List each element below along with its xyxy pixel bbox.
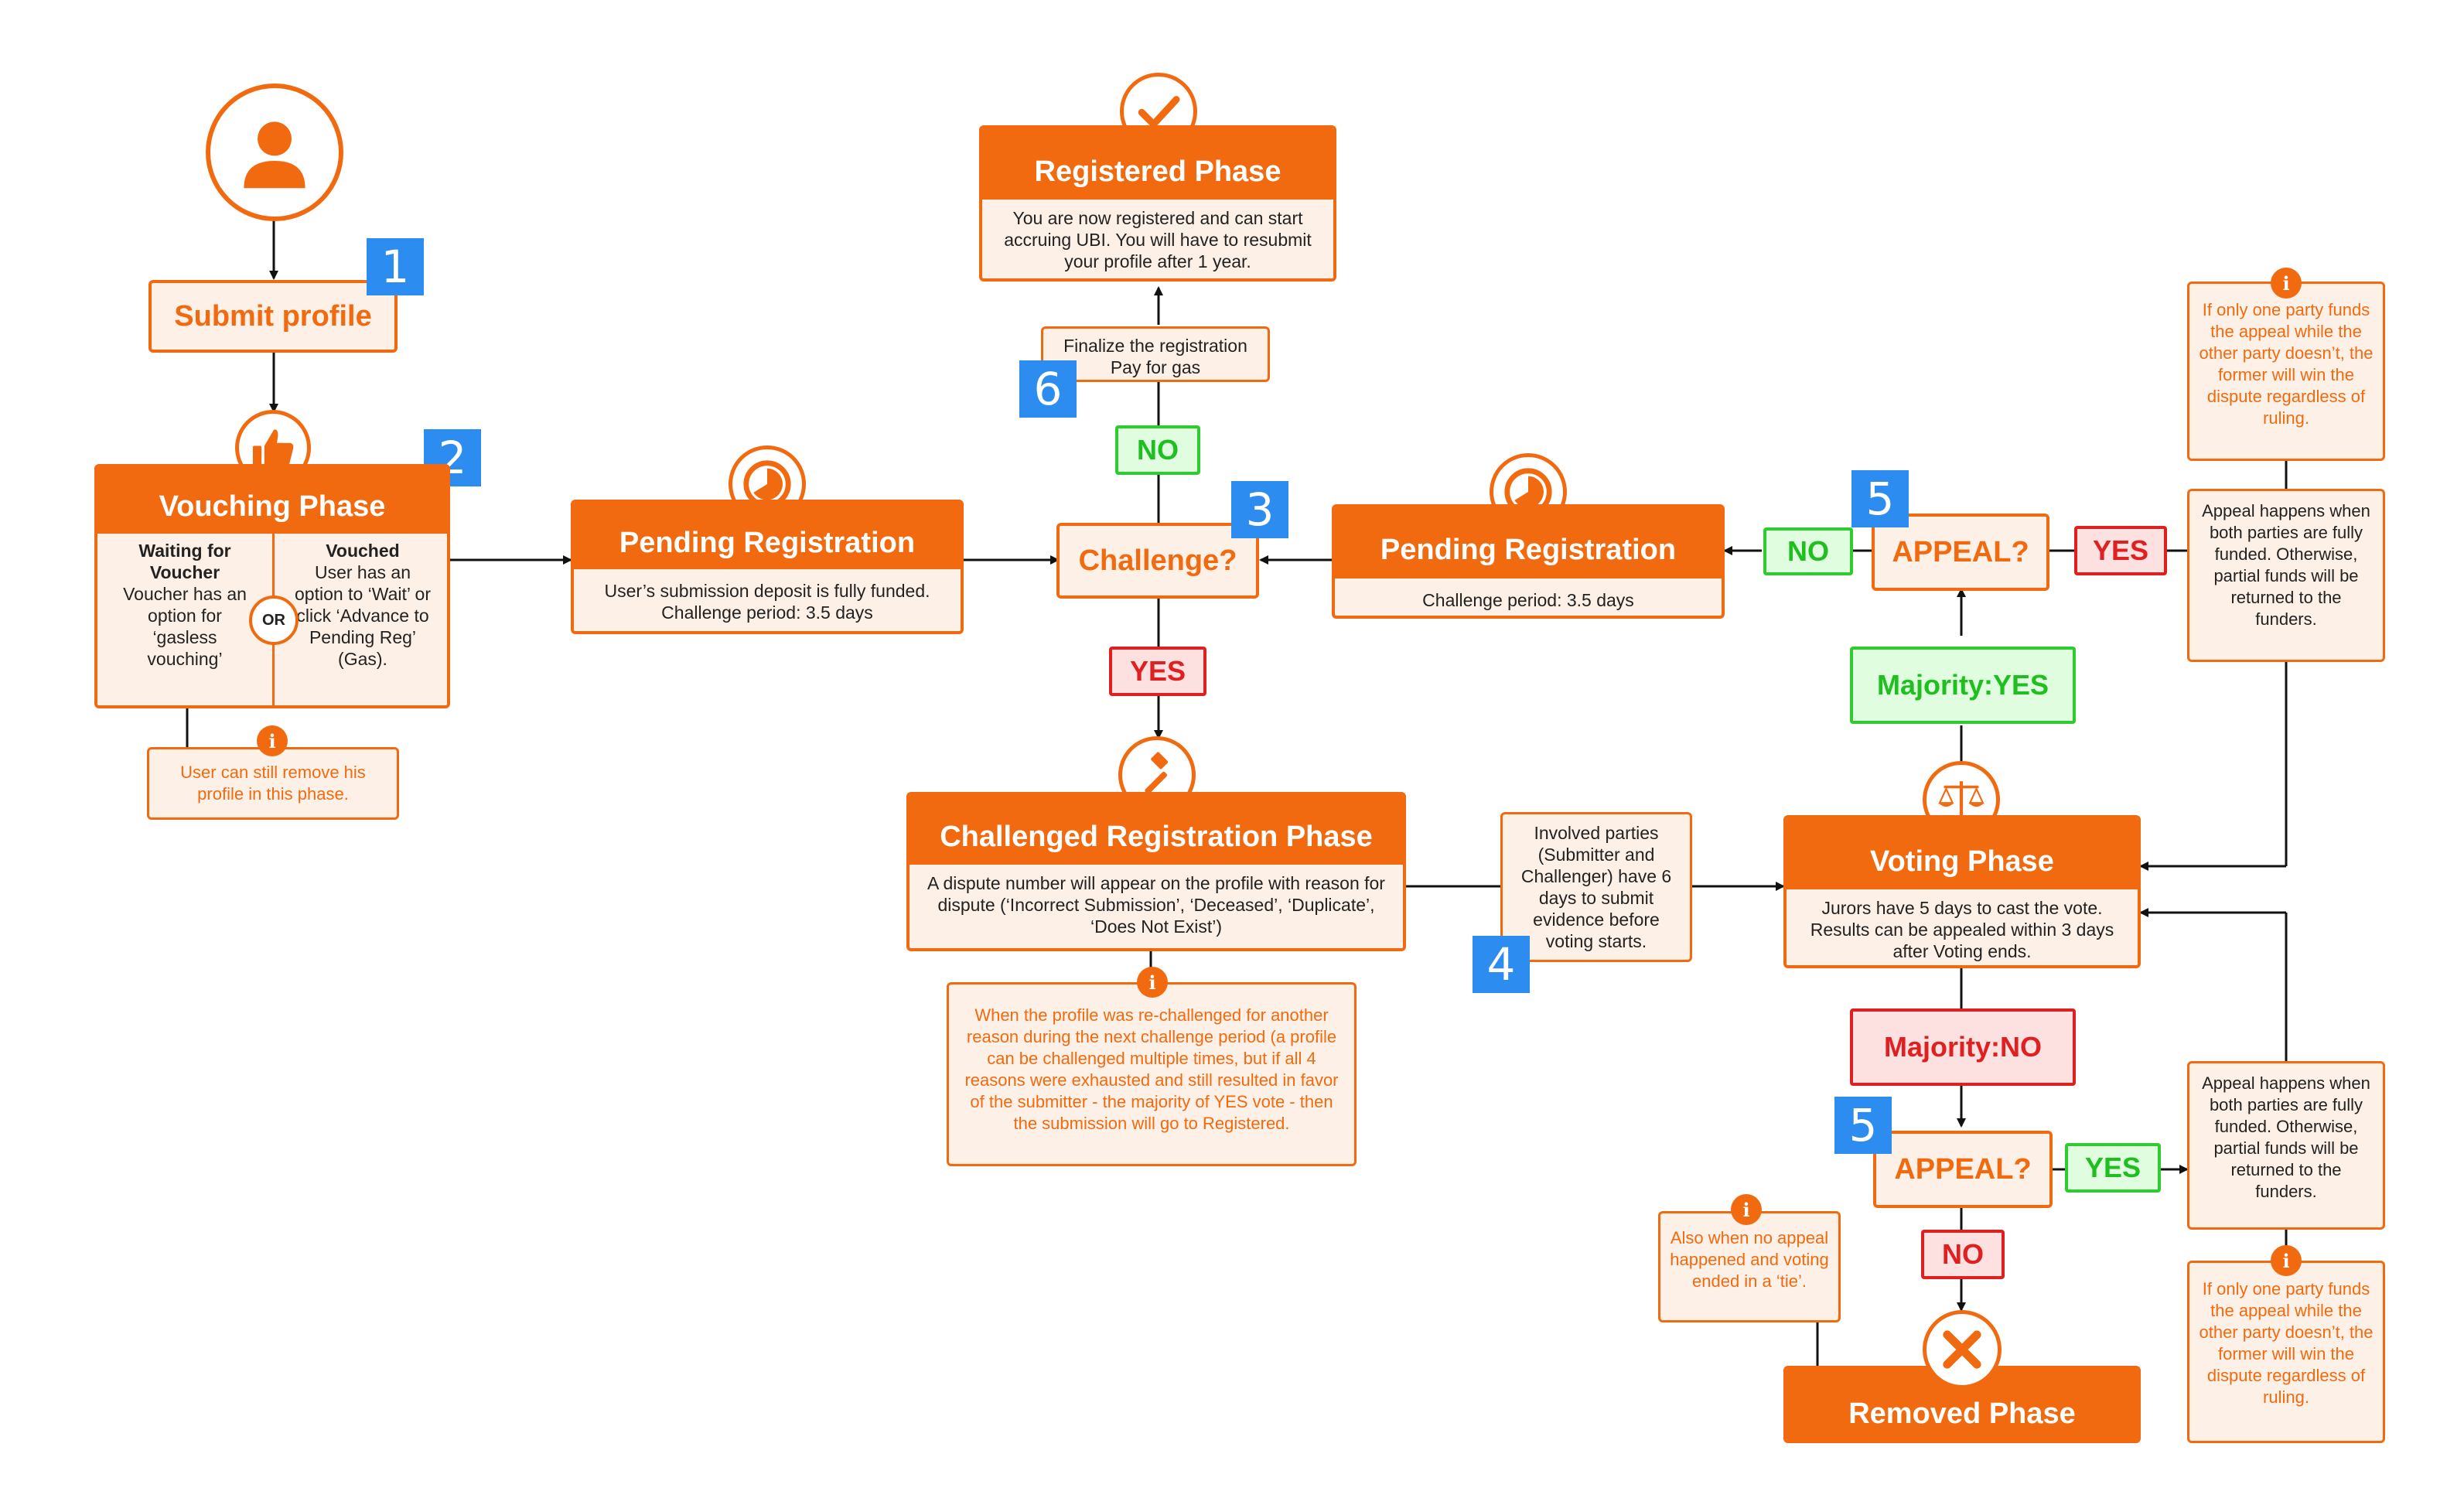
- appeal-bottom-one-party-text: If only one party funds the appeal while…: [2199, 1279, 2374, 1407]
- pending-registration-2-title: Pending Registration: [1335, 507, 1722, 578]
- submit-profile-box: Submit profile: [148, 280, 398, 353]
- appeal-bottom-label: APPEAL?: [1894, 1152, 2032, 1186]
- vouched-column: Vouched User has an option to ‘Wait’ or …: [280, 540, 445, 670]
- step-3-badge: 3: [1231, 481, 1288, 538]
- waiting-for-voucher-text: Voucher has an option for ‘gasless vouch…: [123, 584, 247, 669]
- appeal-bottom-no-badge: NO: [1921, 1230, 2005, 1279]
- pending-registration-phase-2: Pending Registration Challenge period: 3…: [1332, 504, 1725, 619]
- majority-no-badge: Majority:NO: [1850, 1008, 2076, 1086]
- step-4-number: 4: [1486, 938, 1516, 991]
- challenge-question: Challenge?: [1056, 523, 1259, 599]
- challenge-question-label: Challenge?: [1078, 544, 1237, 577]
- challenge-yes-badge: YES: [1109, 647, 1206, 696]
- waiting-for-voucher-column: Waiting for Voucher Voucher has an optio…: [104, 540, 266, 670]
- appeal-bottom-funded-text: Appeal happens when both parties are ful…: [2202, 1073, 2370, 1201]
- challenged-phase-text: A dispute number will appear on the prof…: [927, 873, 1385, 937]
- appeal-bottom-one-party-note: If only one party funds the appeal while…: [2187, 1261, 2385, 1443]
- info-icon: i: [1731, 1194, 1762, 1225]
- appeal-bottom-yes-badge: YES: [2065, 1143, 2161, 1193]
- cross-icon: [1923, 1310, 2002, 1389]
- or-badge: OR: [249, 596, 299, 645]
- registered-phase-text: You are now registered and can start acc…: [1004, 208, 1312, 271]
- step-4-badge: 4: [1473, 936, 1530, 993]
- appeal-top-one-party-note: If only one party funds the appeal while…: [2187, 282, 2385, 461]
- step-5b-number: 5: [1848, 1099, 1878, 1152]
- user-icon: [206, 84, 343, 221]
- info-icon: i: [257, 725, 288, 756]
- pending-registration-1-title: Pending Registration: [574, 503, 961, 569]
- challenge-no-label: NO: [1137, 434, 1179, 466]
- challenged-note: When the profile was re-challenged for a…: [947, 982, 1357, 1166]
- majority-yes-badge: Majority:YES: [1850, 647, 2076, 724]
- evidence-text: Involved parties (Submitter and Challeng…: [1520, 823, 1672, 951]
- removed-tie-note: Also when no appeal happened and voting …: [1658, 1211, 1841, 1322]
- finalize-box: Finalize the registration Pay for gas: [1041, 326, 1270, 382]
- voting-phase-title: Voting Phase: [1787, 818, 2138, 889]
- appeal-top-funded-note: Appeal happens when both parties are ful…: [2187, 489, 2385, 662]
- step-5b-badge: 5: [1834, 1097, 1892, 1154]
- removed-tie-note-text: Also when no appeal happened and voting …: [1670, 1228, 1829, 1291]
- appeal-top-question: APPEAL?: [1872, 514, 2049, 591]
- appeal-bottom-no-label: NO: [1942, 1238, 1984, 1270]
- registered-phase: Registered Phase You are now registered …: [979, 125, 1336, 282]
- evidence-box: Involved parties (Submitter and Challeng…: [1500, 812, 1692, 962]
- challenged-registration-phase: Challenged Registration Phase A dispute …: [906, 792, 1406, 951]
- appeal-top-no-badge: NO: [1763, 527, 1853, 575]
- appeal-top-yes-label: YES: [2092, 534, 2149, 566]
- step-1-number: 1: [381, 241, 410, 293]
- voting-phase: Voting Phase Jurors have 5 days to cast …: [1783, 815, 2141, 968]
- step-6-number: 6: [1033, 363, 1063, 415]
- info-icon: i: [2271, 1245, 2302, 1276]
- or-label: OR: [262, 611, 285, 629]
- waiting-for-voucher-title: Waiting for Voucher: [138, 541, 231, 582]
- appeal-top-label: APPEAL?: [1892, 535, 2029, 568]
- appeal-top-no-label: NO: [1787, 535, 1829, 567]
- majority-no-label: Majority:NO: [1883, 1031, 2042, 1063]
- challenge-no-badge: NO: [1115, 425, 1200, 475]
- vouching-note-text: User can still remove his profile in thi…: [180, 763, 366, 804]
- appeal-bottom-question: APPEAL?: [1873, 1131, 2053, 1208]
- challenged-phase-title: Challenged Registration Phase: [909, 795, 1403, 865]
- pending-registration-1-text: User’s submission deposit is fully funde…: [604, 581, 930, 623]
- info-icon: i: [2271, 268, 2302, 299]
- step-5a-badge: 5: [1851, 470, 1909, 527]
- vouching-phase: Vouching Phase Waiting for Voucher Vouch…: [94, 464, 450, 708]
- appeal-bottom-funded-note: Appeal happens when both parties are ful…: [2187, 1061, 2385, 1230]
- appeal-bottom-yes-label: YES: [2084, 1152, 2141, 1183]
- step-3-number: 3: [1245, 483, 1275, 536]
- pending-registration-2-text: Challenge period: 3.5 days: [1422, 590, 1634, 610]
- step-1-badge: 1: [367, 238, 424, 295]
- registered-phase-title: Registered Phase: [982, 128, 1333, 200]
- clock-icon: [1490, 453, 1567, 531]
- step-6-badge: 6: [1019, 360, 1077, 418]
- appeal-top-yes-badge: YES: [2074, 526, 2167, 575]
- majority-yes-label: Majority:YES: [1876, 669, 2049, 701]
- finalize-text: Finalize the registration Pay for gas: [1063, 336, 1247, 377]
- vouched-title: Vouched: [326, 541, 400, 561]
- step-5a-number: 5: [1865, 473, 1895, 525]
- challenge-yes-label: YES: [1129, 655, 1186, 687]
- vouching-note: User can still remove his profile in thi…: [147, 747, 399, 820]
- vouching-phase-title: Vouching Phase: [97, 467, 447, 534]
- submit-profile-label: Submit profile: [174, 299, 372, 333]
- info-icon: i: [1137, 967, 1168, 998]
- pending-registration-phase-1: Pending Registration User’s submission d…: [571, 500, 964, 634]
- vouched-text: User has an option to ‘Wait’ or click ‘A…: [295, 562, 431, 669]
- appeal-top-funded-text: Appeal happens when both parties are ful…: [2202, 501, 2370, 629]
- appeal-top-one-party-text: If only one party funds the appeal while…: [2199, 300, 2374, 428]
- voting-phase-text: Jurors have 5 days to cast the vote. Res…: [1810, 898, 2114, 961]
- challenged-note-text: When the profile was re-challenged for a…: [964, 1005, 1339, 1133]
